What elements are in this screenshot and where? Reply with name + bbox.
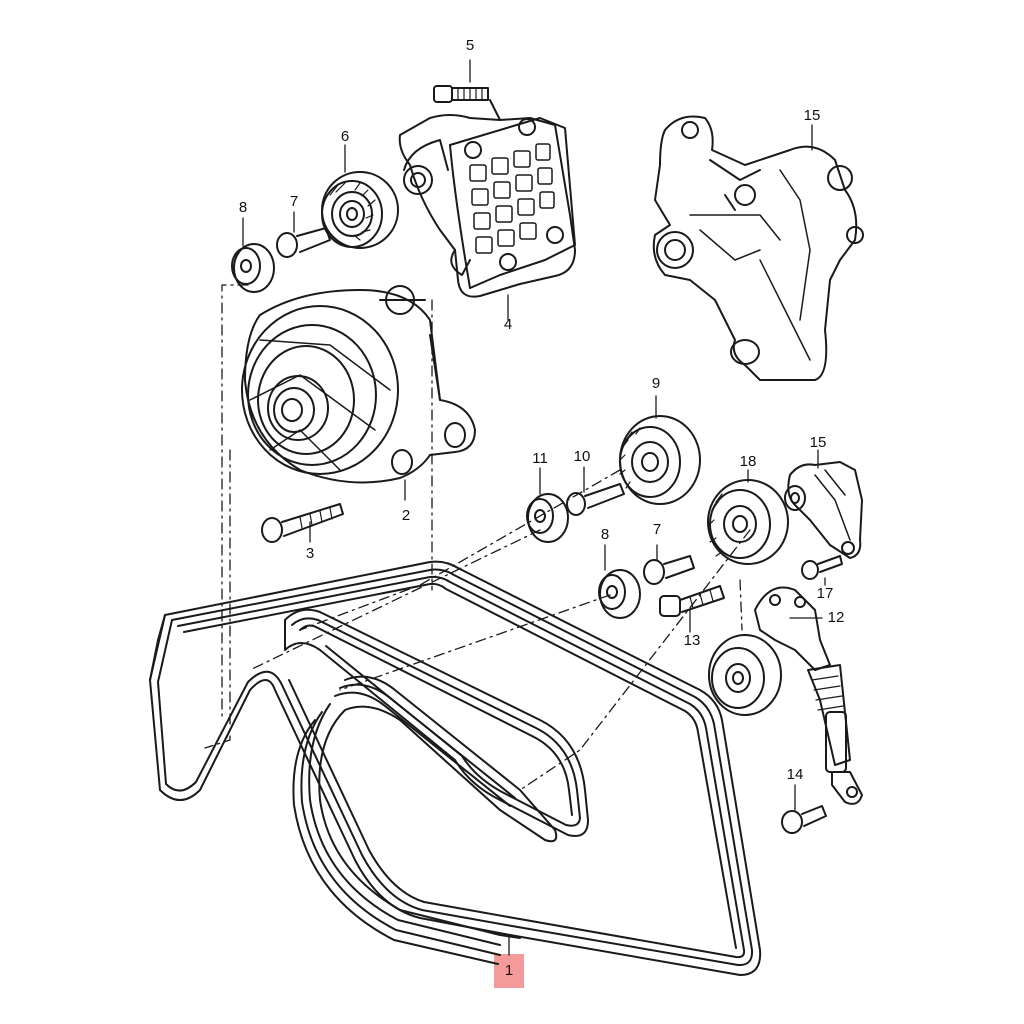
washer-8-top <box>231 243 275 293</box>
callout-8-lower: 8 <box>600 526 610 543</box>
belt-inner <box>284 608 589 837</box>
bolt-17 <box>801 555 843 580</box>
bolt-3 <box>261 503 344 543</box>
belt-large <box>149 560 762 976</box>
bracket-15-top <box>652 115 864 381</box>
belt-1 <box>292 675 558 965</box>
callout-7-lower: 7 <box>652 521 662 538</box>
washer-8-lower <box>598 569 641 619</box>
callout-1: 1 <box>504 962 514 979</box>
callout-5: 5 <box>465 37 475 54</box>
bolt-7-top <box>276 227 331 258</box>
callout-8-top: 8 <box>238 199 248 216</box>
bolt-7-lower <box>643 555 695 585</box>
callout-9: 9 <box>651 375 661 392</box>
bracket-15-small <box>784 461 863 559</box>
callout-3: 3 <box>305 545 315 562</box>
callout-14: 14 <box>786 766 804 783</box>
callout-15-small: 15 <box>809 434 827 451</box>
callout-leaders <box>242 59 826 956</box>
pulley-6 <box>321 171 399 249</box>
bolt-14 <box>781 805 827 834</box>
bolt-13 <box>659 585 725 617</box>
pulley-9 <box>619 415 701 505</box>
callout-13: 13 <box>683 632 701 649</box>
callout-18: 18 <box>739 453 757 470</box>
callout-12: 12 <box>827 609 845 626</box>
washer-11 <box>526 493 569 543</box>
callout-15-top: 15 <box>803 107 821 124</box>
mounting-bracket-4 <box>398 99 576 298</box>
callout-11: 11 <box>532 450 548 467</box>
callout-17: 17 <box>816 585 834 602</box>
bolt-5 <box>433 85 489 103</box>
bolt-10 <box>566 483 625 516</box>
alternator-2 <box>241 285 476 484</box>
pulley-18 <box>707 479 789 565</box>
callout-6: 6 <box>340 128 350 145</box>
callout-2: 2 <box>401 507 411 524</box>
tensioner-12 <box>708 586 863 805</box>
callout-10: 10 <box>573 448 591 465</box>
highlight-box-part-1 <box>494 954 524 988</box>
callout-4: 4 <box>503 316 513 333</box>
callout-7-top: 7 <box>289 193 299 210</box>
